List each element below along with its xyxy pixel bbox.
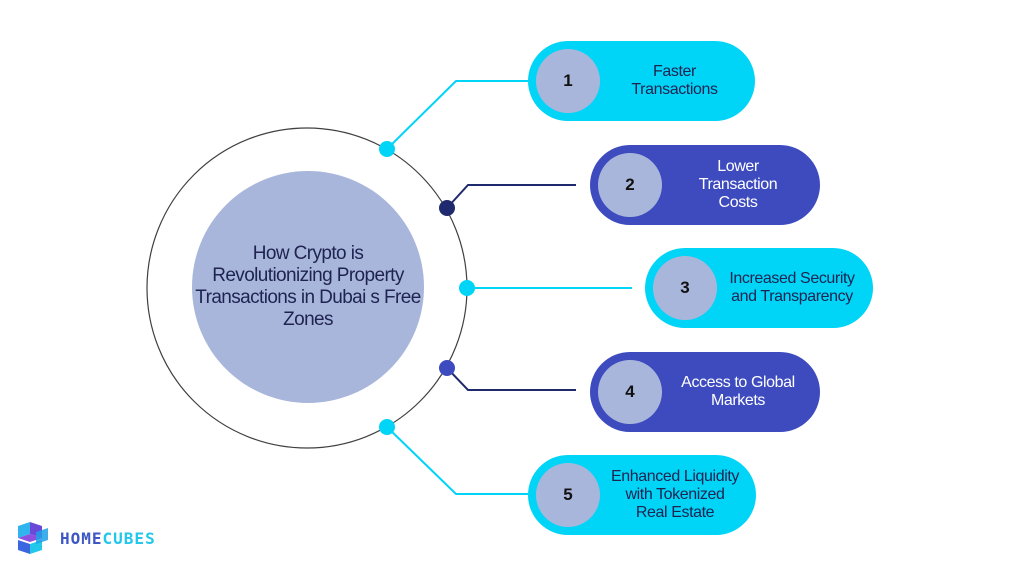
item-4-pill: 4 Access to Global Markets — [590, 352, 820, 432]
item-2-number: 2 — [598, 153, 662, 217]
brand-name-part1: HOME — [60, 528, 103, 548]
item-2-pill: 2 Lower Transaction Costs — [590, 145, 820, 225]
node-dot-4 — [439, 360, 455, 376]
item-4-label: Access to Global Markets — [681, 374, 795, 409]
connector-4 — [446, 367, 576, 391]
item-1-number: 1 — [536, 49, 600, 113]
item-4-number: 4 — [598, 360, 662, 424]
item-5-label: Enhanced Liquidity with Tokenized Real E… — [610, 468, 739, 521]
item-3-pill: 3 Increased Security and Transparency — [645, 248, 873, 328]
item-3-label: Increased Security and Transparency — [729, 270, 855, 305]
node-dot-5 — [379, 419, 395, 435]
item-5-number: 5 — [536, 463, 600, 527]
center-bubble — [192, 171, 424, 403]
connector-2 — [446, 184, 576, 209]
node-dot-3 — [459, 280, 475, 296]
node-dot-1 — [379, 141, 395, 157]
item-3-number: 3 — [653, 256, 717, 320]
brand-name-part2: CUBES — [102, 528, 156, 548]
item-1-pill: 1 Faster Transactions — [528, 41, 755, 121]
brand-name: HOMECUBES — [60, 529, 156, 548]
item-5-pill: 5 Enhanced Liquidity with Tokenized Real… — [528, 455, 756, 535]
diagram-title: How Crypto is Revolutionizing Property T… — [195, 243, 421, 330]
connector-5 — [386, 426, 528, 495]
node-dot-2 — [439, 200, 455, 216]
connector-1 — [386, 80, 528, 150]
item-1-label: Faster Transactions — [631, 63, 718, 98]
item-2-label: Lower Transaction Costs — [698, 158, 778, 211]
brand-logo: HOMECUBES — [16, 520, 156, 556]
cube-logo-icon — [18, 522, 48, 554]
